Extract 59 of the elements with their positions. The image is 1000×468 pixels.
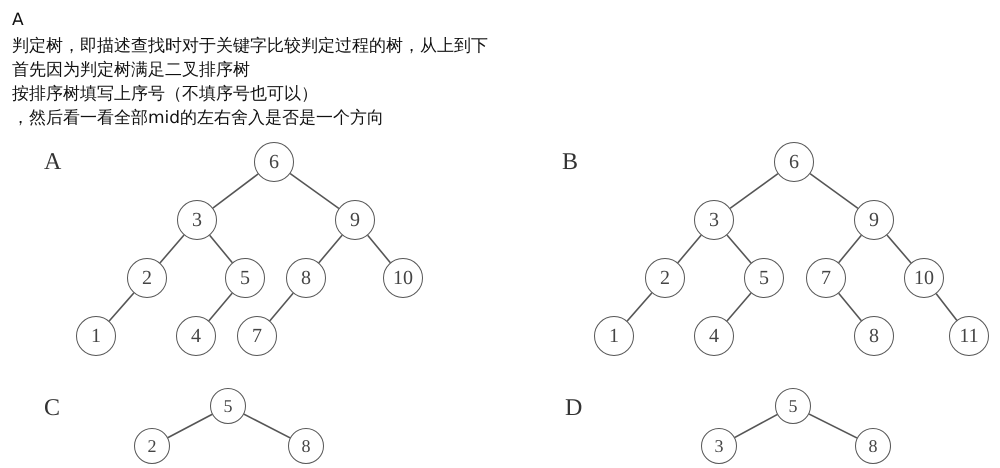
tree-node: 5 (775, 388, 811, 424)
tree-node: 6 (254, 142, 294, 182)
tree-edge (838, 292, 862, 322)
tree-edge (626, 292, 652, 322)
tree-node: 8 (286, 258, 326, 298)
tree-node: 2 (134, 428, 170, 464)
tree-edge (936, 293, 958, 321)
tree-edge (726, 234, 752, 264)
tree-edge (318, 234, 343, 264)
option-label: D (565, 396, 582, 420)
tree-node: 3 (177, 200, 217, 240)
tree-edge (677, 234, 702, 264)
tree-edge (108, 292, 134, 322)
tree-edge (159, 234, 185, 264)
tree-edge (726, 292, 752, 322)
explanation-text: 首先因为判定树满足二叉排序树 (12, 60, 250, 80)
tree-edge (734, 414, 778, 438)
tree-node: 11 (949, 316, 989, 356)
tree-edge (209, 234, 233, 264)
tree-node: 8 (855, 428, 891, 464)
tree-node: 3 (694, 200, 734, 240)
tree-node: 9 (854, 200, 894, 240)
tree-node: 1 (594, 316, 634, 356)
tree-edge (808, 413, 858, 439)
option-label: B (562, 150, 578, 174)
option-label: A (44, 150, 62, 174)
explanation-text: 判定树，即描述查找时对于关键字比较判定过程的树，从上到下 (12, 36, 488, 56)
tree-node: 7 (237, 316, 277, 356)
tree-node: 4 (694, 316, 734, 356)
tree-edge (212, 173, 258, 209)
tree-node: 6 (774, 142, 814, 182)
explanation-text: ，然后看一看全部mid的左右舍入是否是一个方向 (12, 108, 384, 128)
tree-node: 8 (288, 428, 324, 464)
tree-node: 8 (854, 316, 894, 356)
tree-node: 10 (904, 258, 944, 298)
option-label: C (44, 396, 60, 420)
tree-edge (838, 234, 862, 264)
tree-node: 4 (176, 316, 216, 356)
tree-edge (290, 173, 340, 209)
tree-edge (810, 173, 858, 209)
tree-node: 1 (76, 316, 116, 356)
tree-node: 5 (744, 258, 784, 298)
tree-node: 3 (701, 428, 737, 464)
tree-edge (886, 234, 912, 264)
tree-edge (367, 234, 391, 264)
tree-node: 10 (383, 258, 423, 298)
tree-node: 2 (127, 258, 167, 298)
tree-node: 7 (806, 258, 846, 298)
tree-edge (244, 414, 290, 438)
tree-node: 9 (335, 200, 375, 240)
tree-edge (269, 292, 294, 322)
tree-node: 2 (645, 258, 685, 298)
answer-text: A (12, 10, 24, 30)
tree-node: 5 (210, 388, 246, 424)
tree-edge (168, 414, 212, 438)
explanation-text: 按排序树填写上序号（不填序号也可以） (12, 84, 318, 104)
tree-edge (208, 292, 233, 322)
tree-node: 5 (225, 258, 265, 298)
tree-edge (730, 173, 778, 209)
